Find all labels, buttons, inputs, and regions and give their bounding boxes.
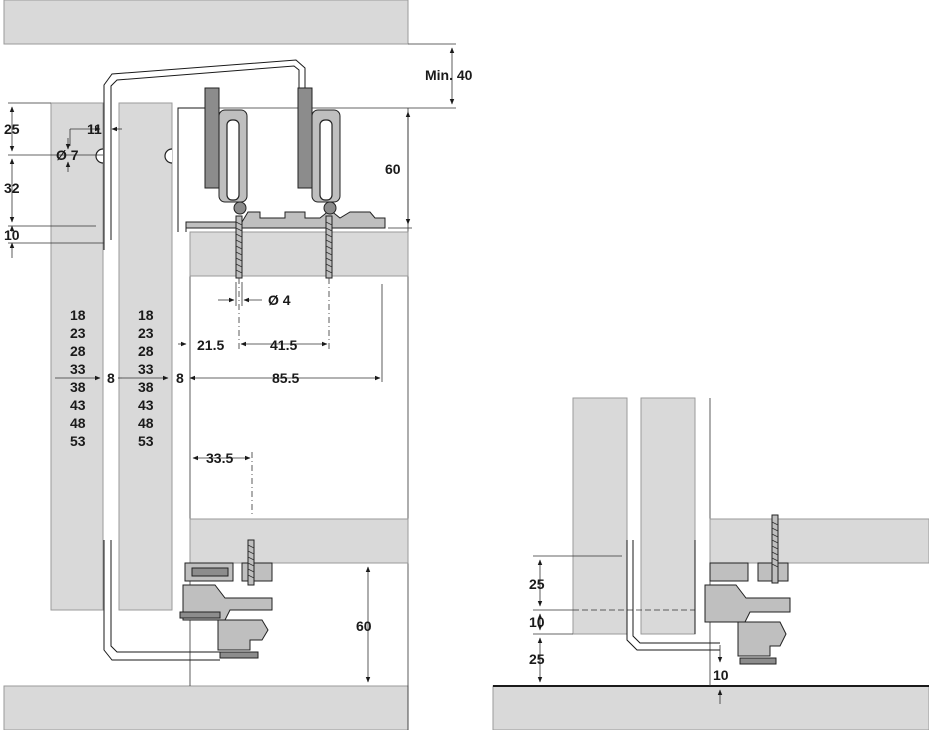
thickness-column-2: 18 23 28 33 38 43 48 53 (138, 307, 154, 449)
thickness-value: 38 (138, 379, 154, 395)
thickness-value: 53 (138, 433, 154, 449)
thickness-value: 33 (70, 361, 86, 377)
thickness-value: 18 (138, 307, 154, 323)
dim-32: 32 (4, 180, 20, 196)
right-view: 25 10 25 10 (492, 397, 929, 730)
dim-85-5: 85.5 (272, 370, 299, 386)
thickness-value: 23 (70, 325, 86, 341)
dim-8-a: 8 (107, 370, 115, 386)
thickness-value: 43 (138, 397, 154, 413)
dim-11: 11 (87, 121, 102, 137)
dim-60-bottom: 60 (356, 618, 372, 634)
bottom-shelf (189, 518, 409, 564)
dim-min40: Min. 40 (425, 67, 473, 83)
dim-21-5: 21.5 (197, 337, 224, 353)
bottom-shelf-right (709, 518, 929, 564)
dim-33-5: 33.5 (206, 450, 233, 466)
top-shelf (189, 231, 409, 277)
dim-41-5: 41.5 (270, 337, 297, 353)
dim-25-top: 25 (4, 121, 20, 137)
thickness-value: 23 (138, 325, 154, 341)
dim-dia7: Ø 7 (56, 147, 79, 163)
left-view: Min. 40 60 25 32 10 11 Ø 7 18 23 28 33 38 43 4… (3, 0, 473, 730)
door-panel-outer (50, 102, 104, 611)
bottom-guide (179, 539, 273, 659)
floor-panel-right (492, 685, 929, 730)
top-roller-carrier-2 (297, 87, 341, 215)
thickness-value: 48 (138, 415, 154, 431)
thickness-value: 33 (138, 361, 154, 377)
dim-right-10-b: 10 (713, 667, 729, 683)
dim-dia4: Ø 4 (268, 292, 291, 308)
dim-right-10-a: 10 (529, 614, 545, 630)
thickness-value: 18 (70, 307, 86, 323)
top-roller-carrier-1 (177, 87, 248, 232)
door-panel-right-1 (572, 397, 628, 635)
thickness-value: 43 (70, 397, 86, 413)
door-panel-inner (118, 102, 173, 611)
ceiling-panel (3, 0, 409, 45)
dim-8-b: 8 (176, 370, 184, 386)
thickness-value: 48 (70, 415, 86, 431)
hanger-bracket (103, 540, 220, 661)
top-rail (185, 209, 386, 232)
dim-right-25-a: 25 (529, 576, 545, 592)
thickness-value: 53 (70, 433, 86, 449)
thickness-value: 28 (70, 343, 86, 359)
dim-right-25-b: 25 (529, 651, 545, 667)
thickness-value: 28 (138, 343, 154, 359)
door-panel-right-2 (640, 397, 696, 635)
floor-panel (3, 685, 409, 730)
thickness-column-1: 18 23 28 33 38 43 48 53 (70, 307, 86, 449)
dim-60-top: 60 (385, 161, 401, 177)
dim-10-left: 10 (4, 227, 20, 243)
thickness-value: 38 (70, 379, 86, 395)
